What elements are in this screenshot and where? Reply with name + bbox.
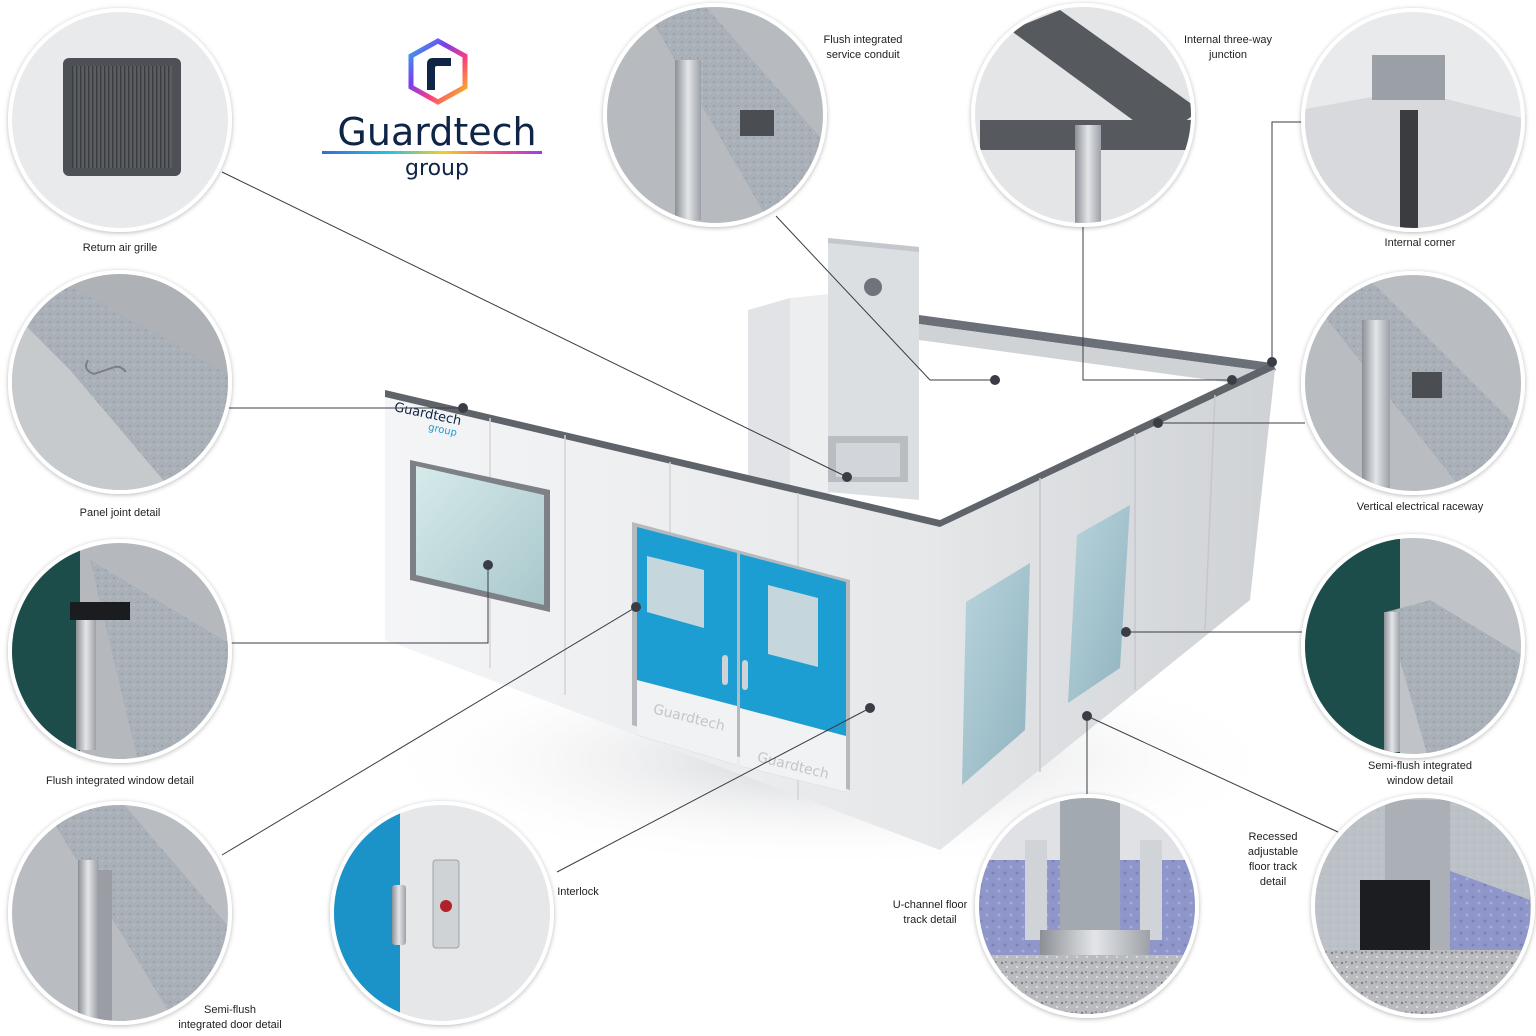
detail-internal-corner	[1301, 8, 1525, 232]
caption-service-conduit: Flush integrated service conduit	[793, 33, 933, 63]
service-duct	[828, 238, 919, 500]
detail-u-channel-floor-track	[975, 794, 1199, 1018]
leader-recessed-track	[1086, 715, 1339, 833]
caption-line: Internal three-way	[1183, 34, 1273, 46]
cleanroom-model: Guardtech Guardtech Guardtech group	[370, 238, 1290, 870]
detail-return-air-grille	[8, 8, 232, 232]
leader-three-way	[1082, 225, 1232, 381]
leader-lines	[221, 121, 1339, 873]
detail-recessed-floor-track	[1311, 794, 1535, 1018]
caption-u-channel-floor-track: U-channel floor track detail	[880, 898, 980, 928]
callout-dots	[458, 357, 1277, 721]
caption-line: Flush integrated window detail	[46, 775, 194, 787]
caption-line: Return air grille	[82, 242, 158, 254]
detail-three-way-junction	[971, 3, 1195, 227]
logo-subtitle: group	[405, 156, 469, 181]
caption-line: Recessed	[1248, 831, 1298, 843]
caption-line: Interlock	[557, 886, 599, 898]
caption-line: floor track	[1248, 861, 1298, 873]
leader-internal-corner	[1271, 121, 1303, 362]
logo-wordmark: Guardtech	[337, 110, 536, 154]
semi-flush-window-1	[962, 563, 1030, 785]
caption-line: integrated door detail	[178, 1019, 282, 1031]
guardtech-logo: Guardtech group	[322, 38, 542, 181]
caption-line: Internal corner	[1384, 237, 1456, 249]
semi-flush-window-2	[1068, 505, 1130, 703]
leader-interlock	[556, 707, 871, 873]
caption-interlock: Interlock	[538, 885, 618, 900]
caption-line: Panel joint detail	[79, 507, 161, 519]
caption-semi-flush-window: Semi-flush integrated window detail	[1345, 759, 1495, 789]
caption-line: Flush integrated	[823, 34, 903, 46]
caption-line: Semi-flush	[204, 1004, 256, 1016]
detail-flush-window	[8, 539, 232, 763]
caption-return-air-grille: Return air grille	[40, 241, 200, 256]
leader-service-conduit	[775, 215, 995, 381]
hexagon-logo-icon	[408, 38, 468, 105]
detail-interlock	[330, 801, 554, 1025]
caption-recessed-floor-track: Recessed adjustable floor track detail	[1238, 830, 1308, 890]
back-wall-block	[748, 298, 790, 505]
leader-flush-window	[228, 565, 489, 644]
caption-line: Semi-flush integrated	[1368, 760, 1472, 772]
caption-semi-flush-door-detail: Semi-flush integrated door detail	[150, 1003, 310, 1033]
caption-line: U-channel floor	[892, 899, 968, 911]
leader-door-detail	[221, 606, 637, 856]
caption-internal-corner: Internal corner	[1350, 236, 1490, 251]
caption-panel-joint-detail: Panel joint detail	[40, 506, 200, 521]
caption-line: service conduit	[826, 49, 900, 61]
detail-electrical-raceway	[1301, 271, 1525, 495]
caption-line: adjustable	[1247, 846, 1299, 858]
caption-electrical-raceway: Vertical electrical raceway	[1340, 500, 1500, 515]
detail-service-conduit	[603, 3, 827, 227]
caption-line: Vertical electrical raceway	[1356, 501, 1484, 513]
caption-line: junction	[1209, 49, 1247, 61]
detail-panel-joint	[8, 270, 232, 494]
caption-flush-window-detail: Flush integrated window detail	[25, 774, 215, 789]
caption-three-way-junction: Internal three-way junction	[1158, 33, 1298, 63]
caption-line: window detail	[1386, 775, 1454, 787]
caption-line: detail	[1259, 876, 1287, 888]
leader-return-air-grille	[221, 171, 848, 478]
caption-line: track detail	[903, 914, 957, 926]
detail-semi-flush-door	[8, 801, 232, 1025]
detail-semi-flush-window	[1301, 534, 1525, 758]
